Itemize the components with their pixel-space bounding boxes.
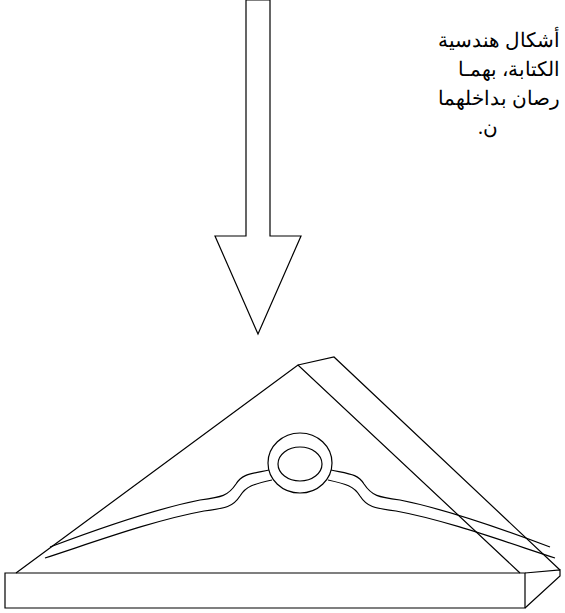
text-line: ن. bbox=[478, 115, 498, 139]
prism-front bbox=[16, 365, 520, 573]
prism-slab-side bbox=[525, 570, 560, 608]
ribbon-line bbox=[50, 470, 269, 547]
ribbon-line bbox=[328, 480, 555, 558]
inner-circle bbox=[278, 447, 322, 481]
down-arrow bbox=[215, 0, 301, 334]
text-line: الكتابة، بهمـا bbox=[458, 57, 560, 81]
prism-side bbox=[298, 357, 560, 570]
text-line: رصان بداخلهما bbox=[438, 86, 560, 110]
ribbon-line bbox=[45, 480, 272, 558]
prism-slab bbox=[5, 573, 525, 608]
outer-circle bbox=[268, 433, 332, 493]
text-line: أشكال هندسية bbox=[438, 28, 560, 52]
ribbon-line bbox=[331, 470, 550, 547]
